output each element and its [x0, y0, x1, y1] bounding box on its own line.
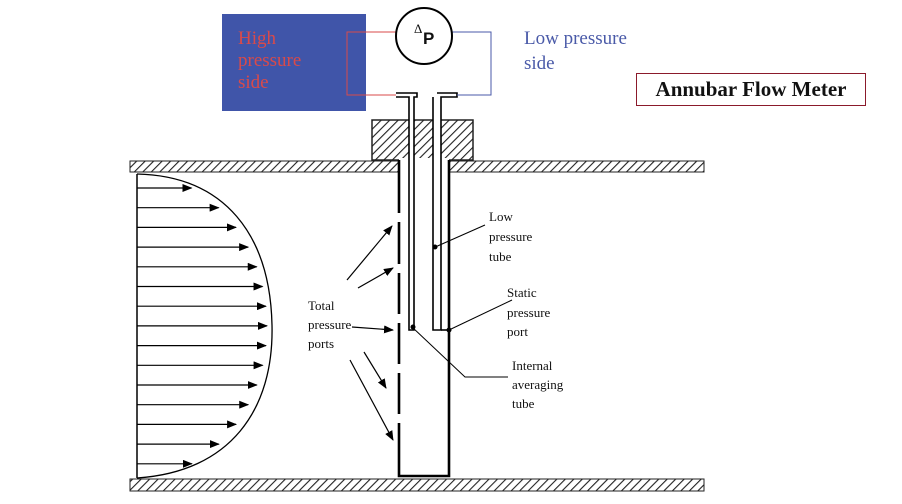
- gauge-p-symbol: P: [423, 29, 434, 48]
- total-pressure-port-gaps: [396, 213, 402, 423]
- internal-averaging-tube-label: Internal averaging tube: [512, 358, 567, 411]
- diagram-title: Annubar Flow Meter: [636, 73, 866, 106]
- internal-averaging-tube: [396, 92, 418, 331]
- mounting-block: [371, 119, 474, 161]
- high-pressure-side-label: High pressure side: [238, 28, 302, 93]
- gauge-delta-symbol: Δ: [414, 21, 422, 36]
- differential-pressure-gauge: [395, 7, 453, 65]
- high-pressure-line: [346, 31, 396, 96]
- total-pressure-arrows: [346, 225, 394, 441]
- velocity-profile: [136, 173, 273, 479]
- low-pressure-tube: [432, 92, 458, 331]
- high-pressure-side-box: [222, 14, 366, 111]
- static-pressure-port-label: Static pressure port: [507, 285, 554, 339]
- static-port-leader: [448, 299, 513, 331]
- total-pressure-ports-label: Total pressure ports: [308, 298, 355, 351]
- pipe-bottom-wall: [129, 478, 705, 492]
- averaging-tube-leader: [411, 326, 508, 378]
- low-tube-leader: [432, 224, 486, 249]
- low-pressure-tube-label: Low pressure tube: [489, 209, 536, 264]
- low-pressure-line: [452, 31, 492, 96]
- low-pressure-side-label: Low pressure side: [524, 28, 627, 74]
